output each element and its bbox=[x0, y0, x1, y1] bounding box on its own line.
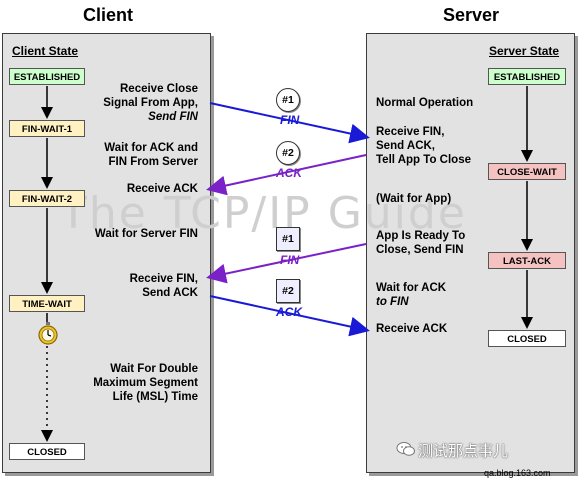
message-arrow-ack-4 bbox=[209, 295, 370, 337]
client-state-header: Client State bbox=[12, 44, 79, 58]
message-label-fin-3: FIN bbox=[280, 253, 300, 267]
client-state-closed: CLOSED bbox=[9, 443, 85, 460]
message-arrow-ack-2 bbox=[206, 154, 367, 196]
client-note-wait-ack-fin: Wait for ACK and FIN From Server bbox=[104, 142, 198, 168]
message-label-ack-2: ACK bbox=[276, 166, 302, 180]
message-badge-2: #2 bbox=[276, 141, 300, 165]
wechat-icon bbox=[396, 442, 415, 456]
server-note-wait-for-app: (Wait for App) bbox=[376, 193, 452, 205]
server-note-receive-ack: Receive ACK bbox=[376, 323, 448, 335]
server-state-close-wait: CLOSE-WAIT bbox=[488, 163, 566, 180]
message-label-ack-4: ACK bbox=[276, 305, 302, 319]
client-note-receive-ack: Receive ACK bbox=[126, 183, 198, 195]
message-arrow-fin-3 bbox=[206, 243, 367, 284]
watermark-text: The TCP/IP Guide bbox=[60, 188, 467, 239]
server-state-closed: CLOSED bbox=[488, 330, 566, 347]
client-note-receive-close: Receive Close Signal From App, Send FIN bbox=[103, 83, 198, 123]
server-note-app-ready: App Is Ready To Close, Send FIN bbox=[376, 230, 466, 256]
client-note-wait-server-fin: Wait for Server FIN bbox=[94, 228, 198, 240]
message-label-fin-1: FIN bbox=[280, 113, 300, 127]
server-note-wait-ack-fin: Wait for ACK to FIN bbox=[376, 282, 447, 308]
message-badge-4: #2 bbox=[276, 279, 300, 303]
server-state-established: ESTABLISHED bbox=[488, 68, 566, 85]
message-arrow-fin-1 bbox=[209, 102, 370, 144]
server-note-receive-fin: Receive FIN, Send ACK, Tell App To Close bbox=[376, 126, 471, 166]
client-panel: Client State bbox=[2, 33, 211, 473]
server-title: Server bbox=[443, 5, 500, 25]
client-note-wait-double-msl: Wait For Double Maximum Segment Life (MS… bbox=[93, 363, 198, 403]
footer-url: qa.blog.163.com bbox=[484, 468, 551, 478]
client-state-fin-wait-2: FIN-WAIT-2 bbox=[9, 190, 85, 207]
server-note-normal-operation: Normal Operation bbox=[376, 97, 474, 109]
client-note-receive-fin: Receive FIN, Send ACK bbox=[129, 273, 198, 299]
server-state-header: Server State bbox=[489, 44, 560, 58]
server-state-last-ack: LAST-ACK bbox=[488, 252, 566, 269]
message-badge-3: #1 bbox=[276, 227, 300, 251]
client-state-established: ESTABLISHED bbox=[9, 68, 85, 85]
wechat-account-mark: 测试那点事儿 bbox=[418, 443, 509, 460]
stopwatch-icon bbox=[38, 322, 58, 345]
client-state-time-wait: TIME-WAIT bbox=[9, 295, 85, 312]
client-title: Client bbox=[83, 5, 134, 25]
message-badge-1: #1 bbox=[276, 88, 300, 112]
client-state-fin-wait-1: FIN-WAIT-1 bbox=[9, 120, 85, 137]
